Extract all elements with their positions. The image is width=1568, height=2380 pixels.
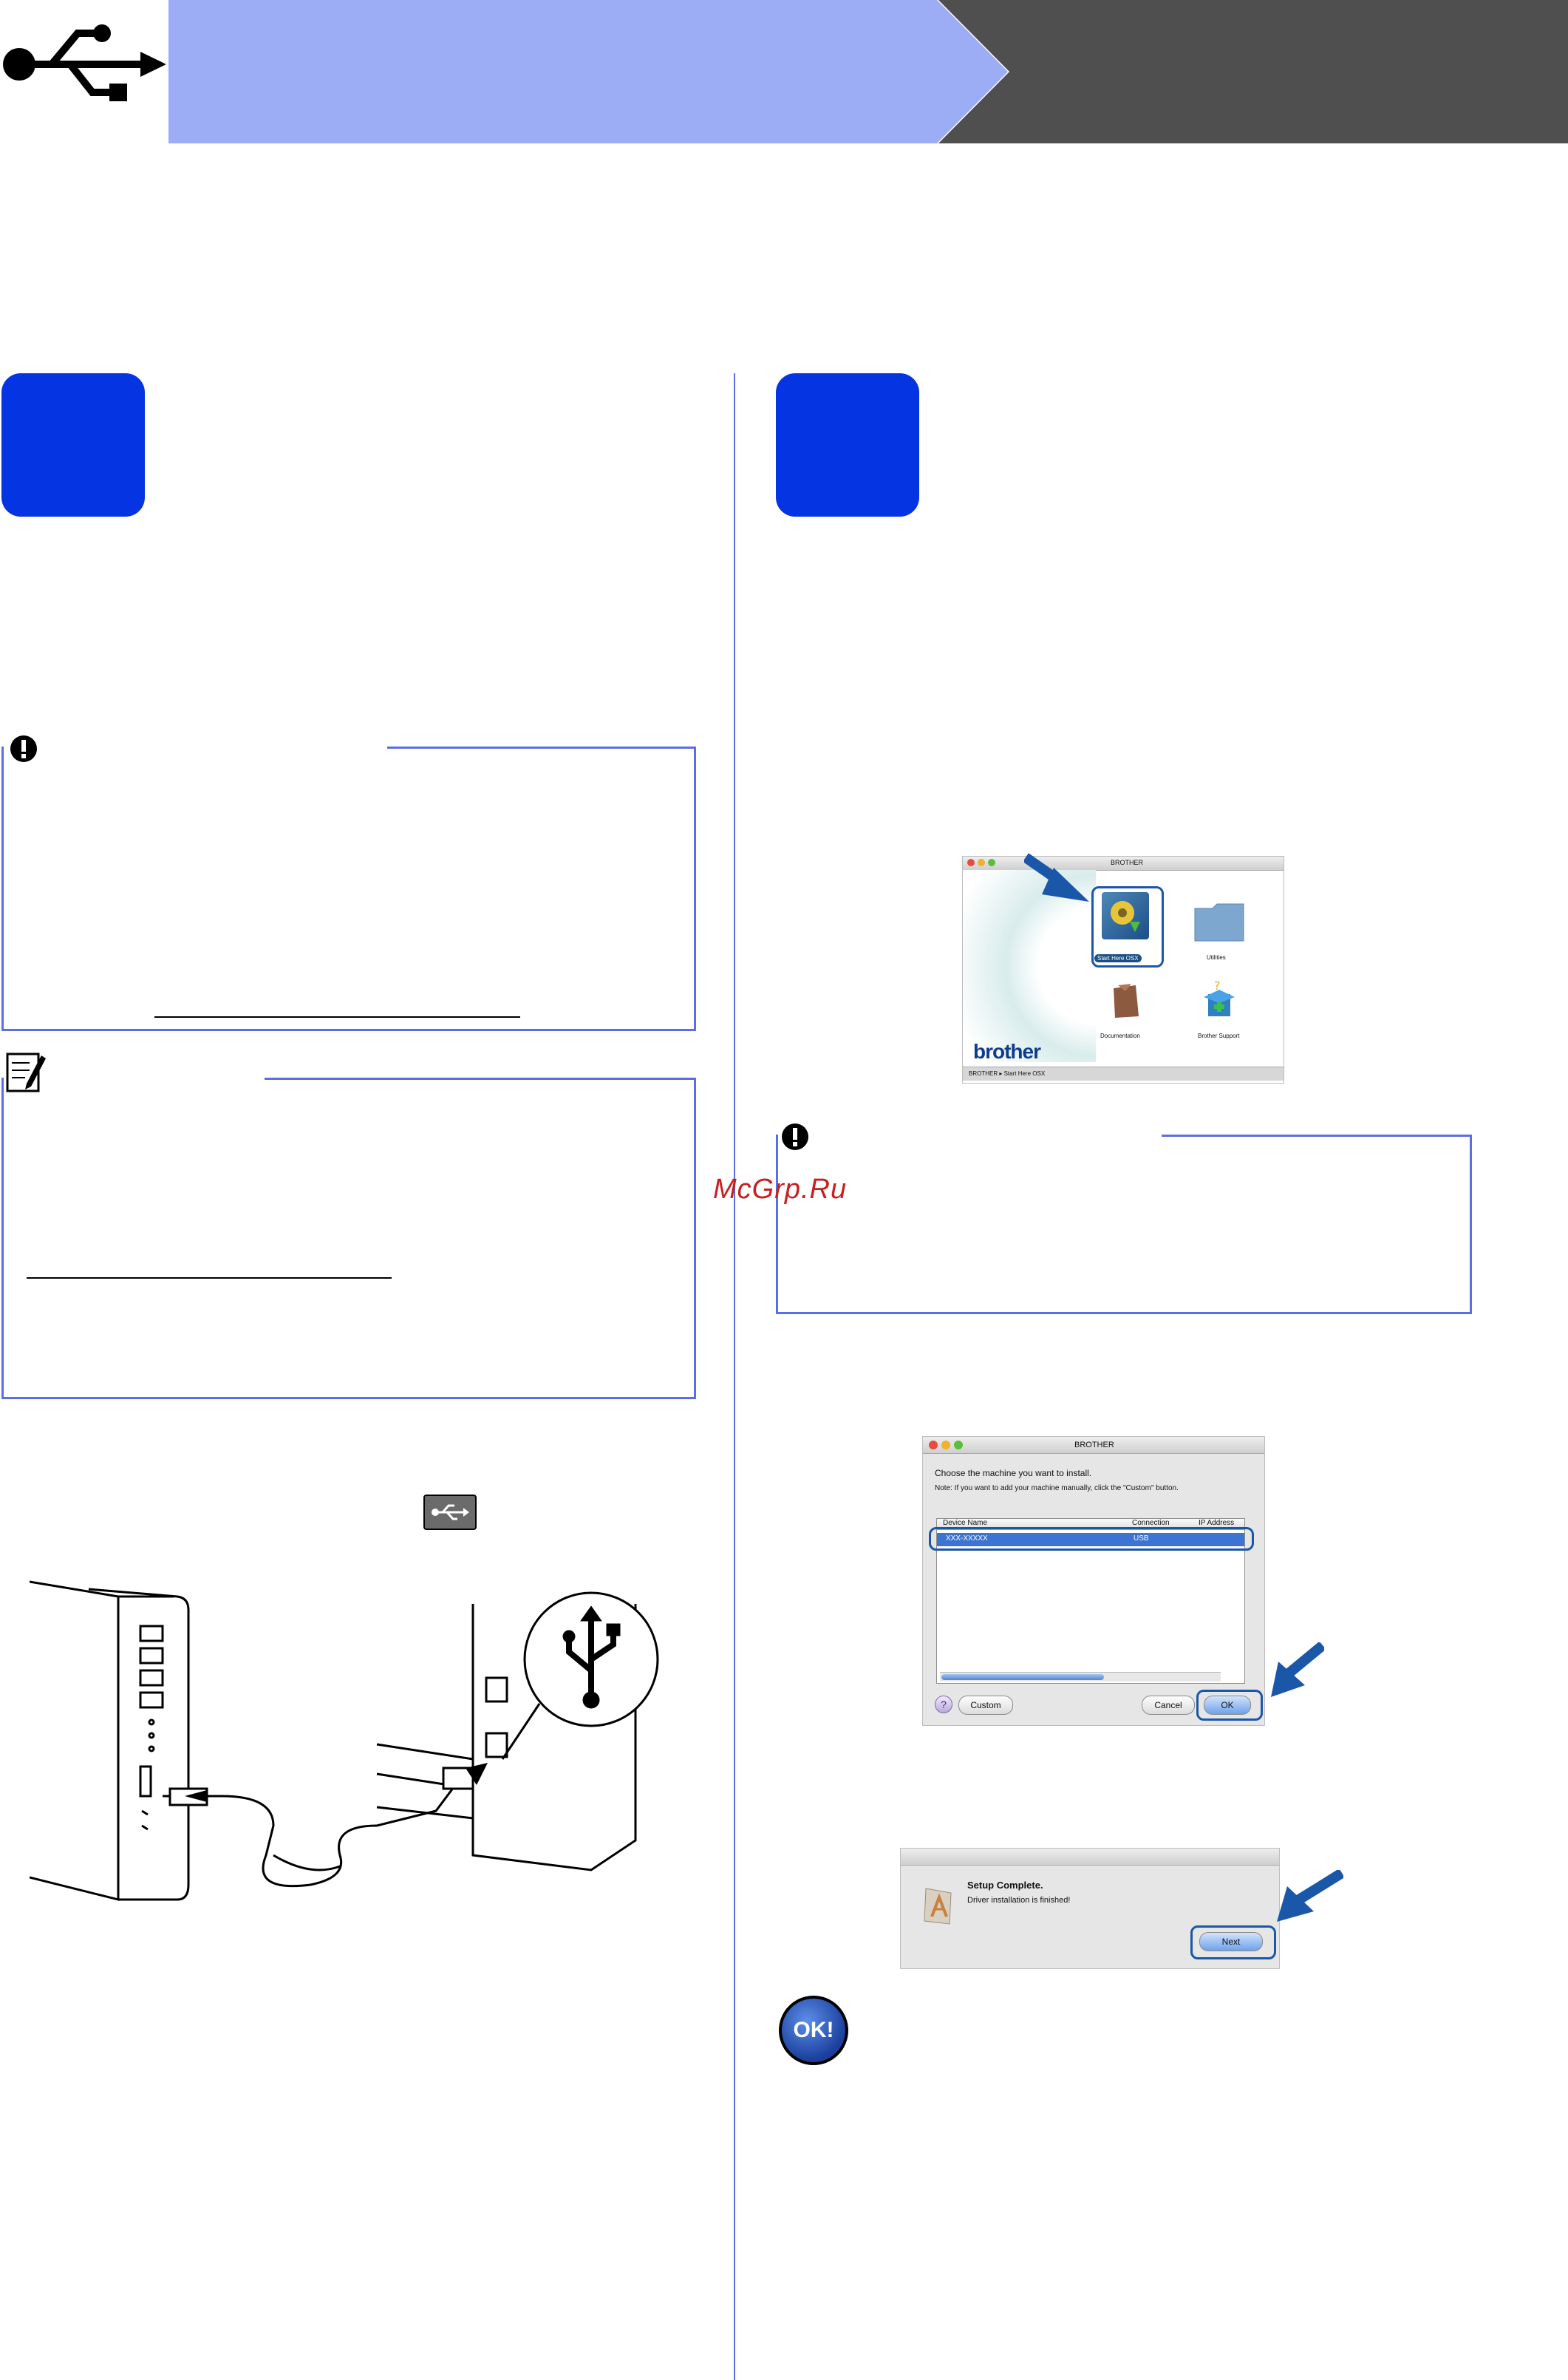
swirl-background [963, 870, 1096, 1062]
brother-brand-logo: brother [973, 1040, 1041, 1063]
ok-badge-label: OK! [793, 2018, 834, 2042]
pointer-arrow-icon [1023, 850, 1091, 905]
ok-badge: OK! [779, 1996, 848, 2065]
important-box-right-top-line [1162, 1135, 1470, 1137]
usb-port-icon [423, 1495, 477, 1530]
header-banner [168, 0, 1008, 143]
svg-text:?: ? [1214, 981, 1221, 993]
documentation-label: Documentation [1100, 1033, 1140, 1039]
ok-button-highlight [1196, 1690, 1263, 1721]
watermark: McGrp.Ru [713, 1174, 848, 1205]
setup-complete-dialog: Setup Complete. Driver installation is f… [900, 1848, 1280, 1969]
next-button[interactable]: Next [1199, 1932, 1263, 1951]
step-badge-left [1, 373, 145, 517]
dialog-note: Note: If you want to add your machine ma… [935, 1484, 1179, 1492]
usb-cable-connection-illustration [29, 1574, 680, 1914]
important-icon [780, 1122, 810, 1152]
header-banner-dark [938, 0, 1568, 143]
note-underline [27, 1277, 392, 1279]
important-box-left [1, 747, 696, 1031]
important-icon [9, 734, 38, 764]
help-icon[interactable]: ? [935, 1696, 952, 1713]
installer-icon [921, 1886, 957, 1927]
path-bar: BROTHER ▸ Start Here OSX [963, 1067, 1284, 1081]
cancel-button[interactable]: Cancel [1142, 1696, 1195, 1715]
link-underline [154, 1016, 520, 1018]
brother-support-label: Brother Support [1198, 1033, 1240, 1039]
pointer-arrow-icon [1265, 1641, 1326, 1699]
note-box-left [1, 1078, 696, 1399]
device-name: XXX-XXXXX [946, 1534, 988, 1543]
usb-logo-icon [0, 15, 168, 118]
note-icon [4, 1050, 46, 1094]
column-header[interactable]: Connection [1132, 1519, 1170, 1527]
start-here-osx-icon[interactable] [1102, 892, 1149, 939]
start-here-label[interactable]: Start Here OSX [1094, 954, 1142, 962]
device-row[interactable]: XXX-XXXXX USB [937, 1533, 1244, 1546]
note-box-top-line [265, 1078, 694, 1080]
important-box-right [776, 1135, 1472, 1314]
utilities-folder-icon[interactable] [1193, 901, 1245, 942]
setup-complete-title: Setup Complete. [967, 1880, 1043, 1891]
ok-button[interactable]: OK [1204, 1696, 1251, 1715]
start-here-highlight [1091, 886, 1164, 968]
brother-window-screenshot: BROTHER Start Here OSX Utilities Documen… [962, 856, 1284, 1084]
horizontal-scrollbar[interactable] [940, 1672, 1221, 1682]
important-box-top-line [387, 747, 694, 749]
step-badge-right [776, 373, 919, 517]
device-row-highlight [929, 1527, 1254, 1551]
pointer-arrow-icon [1272, 1869, 1345, 1923]
setup-complete-message: Driver installation is finished! [967, 1896, 1071, 1905]
dialog-heading: Choose the machine you want to install. [935, 1468, 1092, 1478]
custom-button[interactable]: Custom [958, 1696, 1013, 1715]
column-header[interactable]: IP Address [1199, 1519, 1235, 1527]
device-list[interactable]: Device Name Connection IP Address XXX-XX… [936, 1518, 1245, 1684]
brother-support-icon[interactable]: ? [1201, 979, 1238, 1019]
column-divider [734, 373, 735, 2380]
window-title: BROTHER [1111, 859, 1144, 866]
dialog-title: BROTHER [1074, 1441, 1114, 1449]
device-connection: USB [1134, 1534, 1149, 1543]
next-button-highlight [1190, 1925, 1276, 1959]
documentation-icon[interactable] [1111, 984, 1140, 1019]
utilities-label: Utilities [1207, 954, 1226, 961]
choose-machine-dialog: BROTHER Choose the machine you want to i… [922, 1436, 1265, 1726]
column-header[interactable]: Device Name [943, 1519, 988, 1527]
